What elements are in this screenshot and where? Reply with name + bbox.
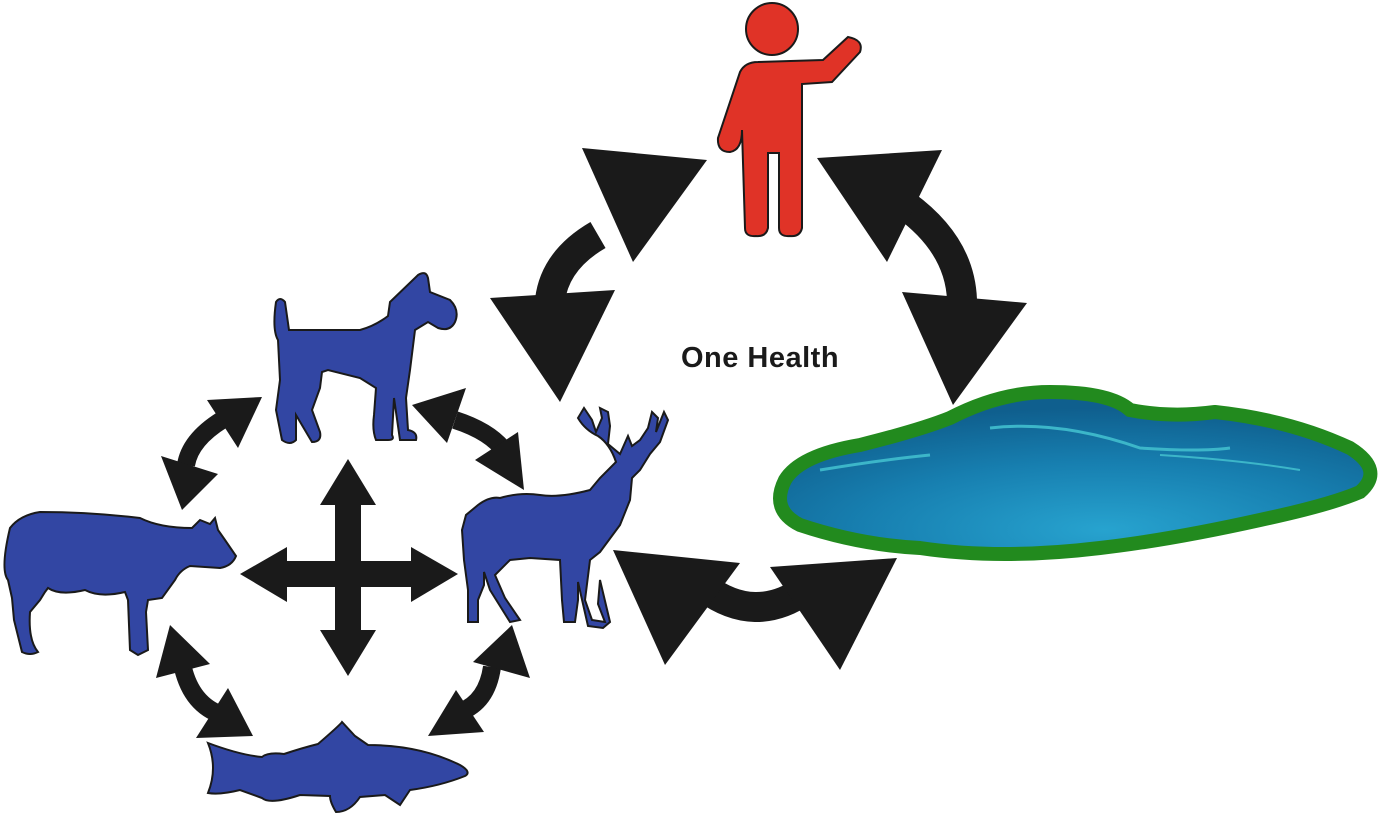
arrow-human-environment [817,150,1027,405]
arrow-cow-fish [156,625,253,738]
dog-icon [273,272,458,444]
arrow-dog-deer [412,388,524,490]
arrow-fish-deer [428,625,530,736]
human-icon [716,2,862,238]
arrow-human-animals [490,148,707,402]
deer-icon [460,406,670,630]
fish-icon [206,720,469,814]
cross-arrow-icon [240,459,458,676]
pond-icon [773,384,1378,561]
diagram-title: One Health [680,342,840,374]
arrow-dog-cow [161,397,262,510]
arrow-animals-environment [613,550,897,670]
cow-icon [3,510,238,657]
